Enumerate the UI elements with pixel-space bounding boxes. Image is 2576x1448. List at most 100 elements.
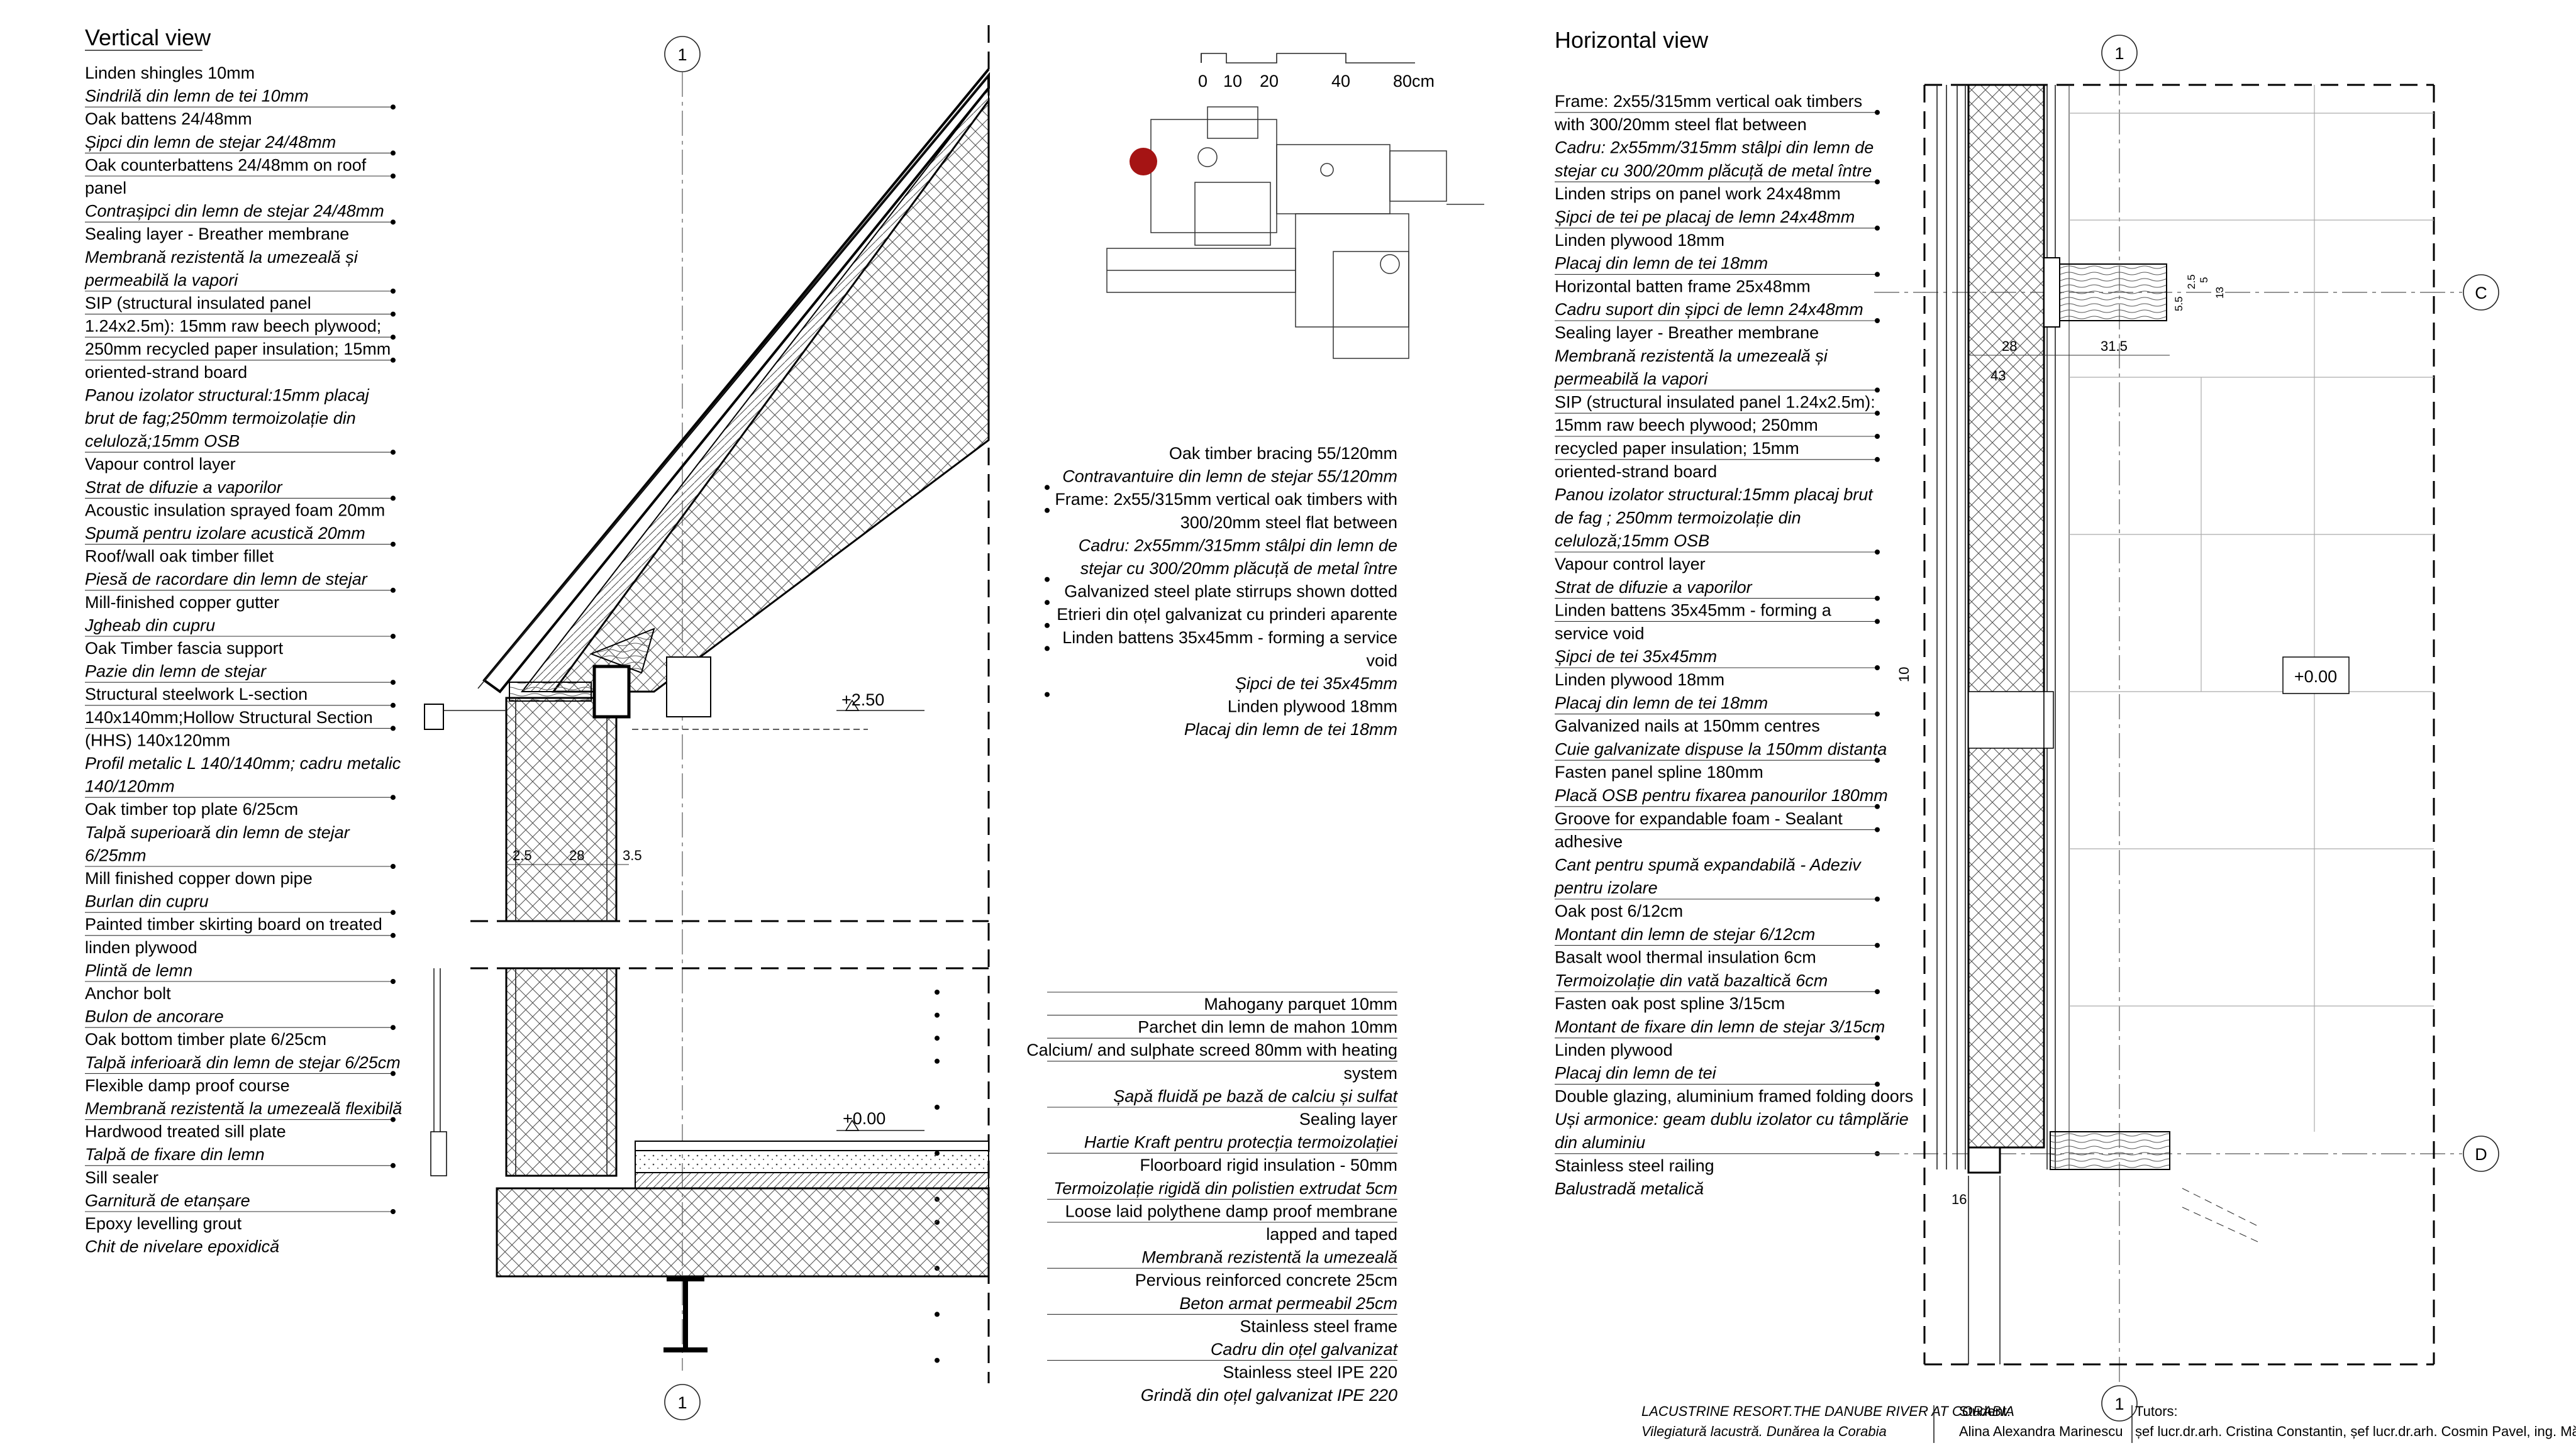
svg-text:43: 43 [1990, 368, 2006, 384]
leader-dot [1875, 1081, 1880, 1087]
leader-dot [1045, 646, 1050, 651]
callout-label: Panou izolator structural:15mm placaj br… [1555, 485, 1874, 504]
callout-label: Linden plywood 18mm [1555, 231, 1724, 250]
callout-label: oriented-strand board [85, 363, 247, 382]
callout-label: Linden plywood 18mm [1228, 697, 1397, 716]
callout-label: Contravantuire din lemn de stejar 55/120… [1062, 467, 1397, 486]
callout-label: Mahogany parquet 10mm [1204, 995, 1397, 1014]
svg-text:10: 10 [1223, 72, 1242, 91]
h-grid-mark-bottom: 1 [2101, 1385, 2138, 1422]
callout-label: Talpă de fixare din lemn [85, 1145, 265, 1164]
leader-dot [935, 1357, 940, 1363]
svg-text:C: C [2475, 284, 2487, 302]
svg-text:1: 1 [677, 1393, 687, 1412]
callout-label: Painted timber skirting board on treated [85, 915, 382, 934]
leader-dot [391, 219, 396, 225]
leader-dot [391, 1117, 396, 1122]
callout-label: (HHS) 140x120mm [85, 731, 230, 749]
callout-label: Termoizolație din vată bazaltică 6cm [1555, 971, 1828, 990]
leader-dot [1875, 711, 1880, 717]
floor-buildup: +0.00 [496, 1109, 990, 1278]
h-dims: 28 43 31.5 10 16 5.5 2.5 5 13 [1896, 274, 2226, 1207]
svg-text:10: 10 [1896, 667, 1912, 682]
callout-label: Uși armonice: geam dublu izolator cu tâm… [1555, 1110, 1909, 1129]
leader-dot [1875, 272, 1880, 277]
callout-label: Linden battens 35x45mm - forming a [1555, 601, 1832, 620]
callout-label: Cuie galvanizate dispuse la 150mm distan… [1555, 739, 1887, 758]
leader-dot [1045, 507, 1050, 513]
svg-text:5: 5 [2198, 277, 2210, 283]
callout-label: Placă OSB pentru fixarea panourilor 180m… [1555, 786, 1888, 805]
callout-label: Șipci din lemn de stejar 24/48mm [85, 133, 336, 152]
leader-dot [1875, 434, 1880, 439]
svg-text:16: 16 [1951, 1191, 1967, 1207]
leader-dot [1045, 692, 1050, 697]
leader-dot [391, 680, 396, 685]
callout-label: linden plywood [85, 938, 197, 957]
h-level: +0.00 [2282, 656, 2350, 694]
callout-label: Structural steelwork L-section [85, 685, 308, 704]
leader-dot [391, 702, 396, 708]
leader-dot [1875, 989, 1880, 995]
leader-dot [1875, 595, 1880, 601]
horizontal-view: Horizontal view Frame: 2x55/315mm vertic… [1554, 27, 2499, 1422]
leader-dot [391, 334, 396, 340]
callout-label: Basalt wool thermal insulation 6cm [1555, 948, 1816, 967]
leader-dot [1875, 411, 1880, 416]
vertical-right-labels: Oak timber bracing 55/120mmContravantuir… [935, 444, 1398, 1405]
callout-label: Montant de fixare din lemn de stejar 3/1… [1555, 1017, 1885, 1036]
callout-label: Beton armat permeabil 25cm [1179, 1294, 1397, 1313]
callout-label: Garnitură de etanșare [85, 1191, 250, 1210]
leader-dot [391, 1163, 396, 1168]
callout-label: Anchor bolt [85, 984, 171, 1003]
callout-label: oriented-strand board [1555, 462, 1717, 481]
callout-label: stejar cu 300/20mm plăcuță de metal într… [1080, 559, 1397, 578]
callout-label: Placaj din lemn de tei [1555, 1064, 1717, 1083]
callout-label: Fasten oak post spline 3/15cm [1555, 994, 1785, 1013]
callout-label: Spumă pentru izolare acustică 20mm [85, 524, 365, 543]
callout-label: Membrană rezistentă la umezeală flexibil… [85, 1099, 402, 1118]
callout-label: Sindrilă din lemn de tei 10mm [85, 87, 309, 106]
callout-label: Plintă de lemn [85, 961, 192, 980]
vertical-view: Vertical view Linden shingles 10mmSindri… [84, 25, 1398, 1420]
leader-dot [1875, 179, 1880, 185]
svg-text:1: 1 [2114, 44, 2124, 63]
svg-text:1: 1 [2114, 1395, 2124, 1413]
callout-label: panel [85, 179, 126, 197]
callout-label: Linden battens 35x45mm - forming a servi… [1062, 628, 1397, 647]
callout-label: Placaj din lemn de tei 18mm [1555, 254, 1768, 273]
callout-label: Sealing layer [1299, 1110, 1397, 1129]
callout-label: Stainless steel IPE 220 [1223, 1363, 1397, 1382]
callout-label: 6/25mm [85, 846, 147, 865]
callout-label: Linden plywood 18mm [1555, 670, 1724, 689]
svg-text:31.5: 31.5 [2101, 338, 2128, 354]
callout-label: Stainless steel frame [1240, 1317, 1397, 1335]
callout-label: Oak post 6/12cm [1555, 902, 1683, 920]
svg-text:0: 0 [1198, 72, 1208, 91]
leader-dot [391, 1071, 396, 1076]
leader-dot [391, 587, 396, 593]
callout-label: Double glazing, aluminium framed folding… [1555, 1086, 1913, 1105]
callout-label: Chit de nivelare epoxidică [85, 1237, 279, 1256]
svg-text:1: 1 [677, 45, 687, 64]
footer-student-label: Student: [1959, 1403, 2011, 1419]
horizontal-view-title: Horizontal view [1555, 27, 1709, 53]
callout-label: Linden strips on panel work 24x48mm [1555, 184, 1841, 203]
callout-label: system [1343, 1064, 1397, 1083]
dimension-chain: 2.5 28 3.5 [506, 848, 642, 865]
callout-label: 300/20mm steel flat between [1180, 513, 1397, 532]
leader-dot [1875, 758, 1880, 763]
callout-label: Șipci de tei 35x45mm [1555, 647, 1717, 666]
leader-dot [391, 104, 396, 110]
callout-label: Stainless steel railing [1555, 1156, 1714, 1175]
leader-dot [391, 979, 396, 984]
leader-dot [391, 150, 396, 156]
leader-dot [1875, 665, 1880, 670]
horizontal-labels: Frame: 2x55/315mm vertical oak timberswi… [1554, 92, 1913, 1198]
callout-label: Oak bottom timber plate 6/25cm [85, 1030, 326, 1049]
leader-dot [391, 932, 396, 938]
callout-label: Linden plywood [1555, 1041, 1673, 1059]
callout-label: Vapour control layer [85, 455, 236, 473]
title-block: LACUSTRINE RESORT.THE DANUBE RIVER AT CO… [1641, 1403, 2576, 1443]
